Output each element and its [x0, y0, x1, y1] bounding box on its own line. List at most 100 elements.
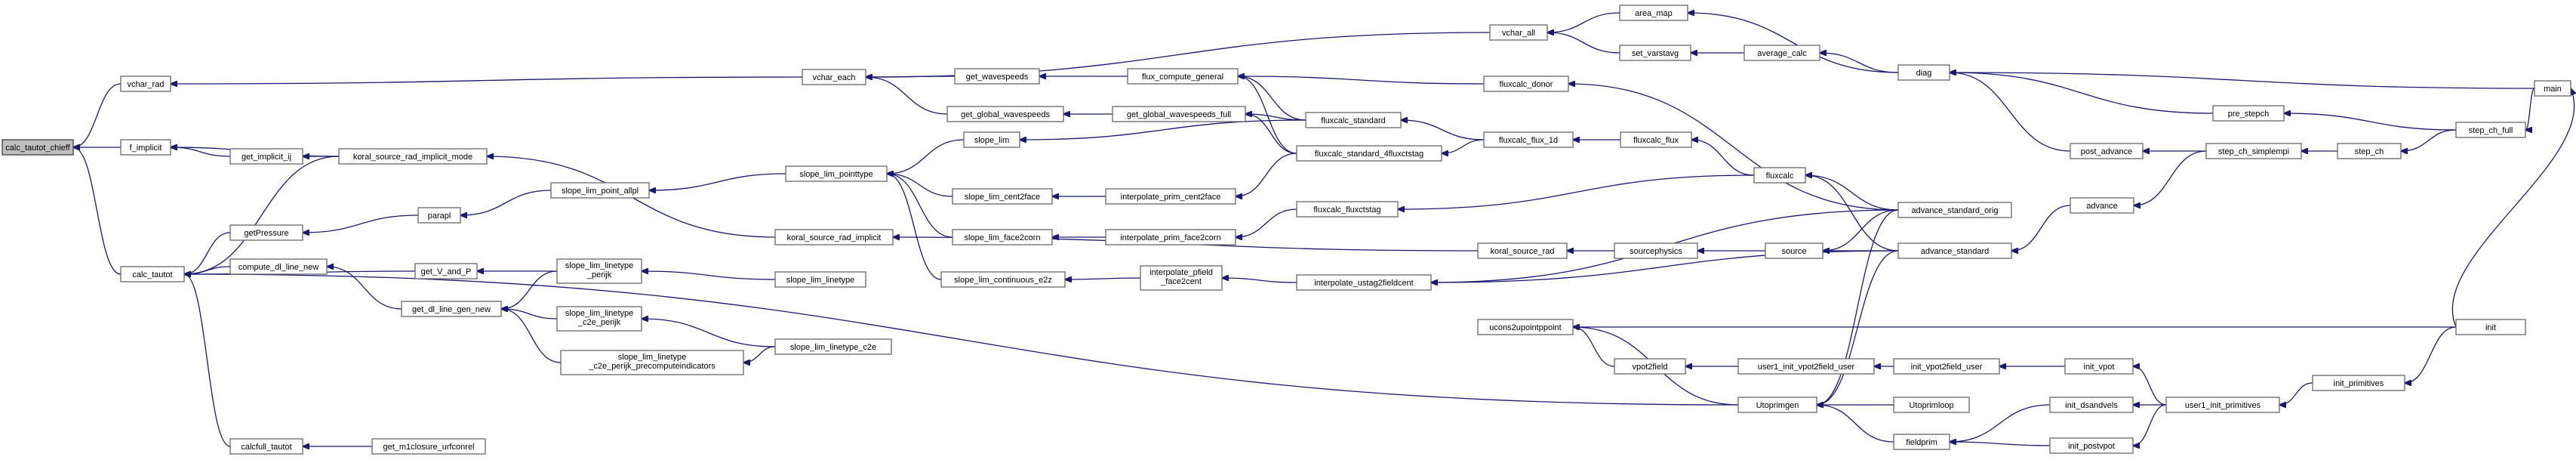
node-init-vpot2field-user[interactable]: init_vpot2field_user: [1893, 358, 2000, 375]
node-slope-lim-linetype-c2e-perijk-precomputeindicators[interactable]: slope_lim_linetype_c2e_perijk_precompute…: [560, 350, 744, 375]
node-sourcephysics[interactable]: sourcephysics: [1614, 242, 1698, 259]
edge-calc-tautot-to-calc-tautot-chieff: [73, 147, 122, 275]
node-label: get_global_wavespeeds: [961, 110, 1051, 119]
node-label: koral_source_rad: [1491, 247, 1555, 256]
node-box: [1305, 112, 1402, 128]
edge-diag-to-area-map: [1688, 13, 1899, 73]
node-init-dsandvels[interactable]: init_dsandvels: [2049, 397, 2134, 413]
node-slope-lim-linetype-c2e-perijk[interactable]: slope_lim_linetype_c2e_perijk: [556, 306, 642, 332]
node-user1-init-primitives[interactable]: user1_init_primitives: [2165, 397, 2280, 413]
node-get-global-wavespeeds-full[interactable]: get_global_wavespeeds_full: [1112, 106, 1246, 122]
node-advance-standard[interactable]: advance_standard: [1897, 242, 2012, 259]
node-diag[interactable]: diag: [1897, 64, 1950, 81]
node-init-vpot[interactable]: init_vpot: [2064, 358, 2134, 375]
node-vchar-all[interactable]: vchar_all: [1489, 24, 1548, 41]
node-step-ch[interactable]: step_ch: [2337, 143, 2402, 159]
node-fluxcalc-fluxctstag[interactable]: fluxcalc_fluxctstag: [1296, 201, 1399, 218]
node-box: [417, 207, 461, 224]
node-init-postvpot[interactable]: init_postvpot: [2049, 437, 2134, 454]
node-label: slope_lim_linetype: [565, 309, 634, 318]
node-ucons2upointppoint[interactable]: ucons2upointppoint: [1477, 319, 1574, 335]
node-parapl[interactable]: parapl: [417, 207, 461, 224]
node-utoprimloop[interactable]: Utoprimloop: [1893, 397, 1970, 413]
node-box: [414, 263, 478, 279]
node-get-dl-line-gen-new[interactable]: get_dl_line_gen_new: [401, 301, 502, 317]
node-flux-compute-general[interactable]: flux_compute_general: [1127, 68, 1239, 85]
node-fluxcalc-donor[interactable]: fluxcalc_donor: [1483, 76, 1569, 92]
node-average-calc[interactable]: average_calc: [1743, 45, 1820, 61]
node-step-ch-full[interactable]: step_ch_full: [2455, 122, 2526, 138]
node-interpolate-ustag2fieldcent[interactable]: interpolate_ustag2fieldcent: [1296, 274, 1432, 291]
node-f-implicit[interactable]: f_implicit: [120, 139, 171, 156]
node-pre-stepch[interactable]: pre_stepch: [2212, 105, 2285, 122]
node-get-wavespeeds[interactable]: get_wavespeeds: [954, 68, 1040, 85]
edge-fluxcalc-to-fluxcalc-flux: [1691, 140, 1755, 176]
node-fluxcalc[interactable]: fluxcalc: [1753, 167, 1806, 184]
node-fluxcalc-standard[interactable]: fluxcalc_standard: [1305, 112, 1402, 128]
node-label: interpolate_pfield: [1150, 268, 1213, 277]
node-box: [1893, 434, 1950, 450]
edge-advance-standard-to-utoprimgen: [1817, 250, 1899, 405]
node-vchar-each[interactable]: vchar_each: [802, 69, 866, 85]
node-post-advance[interactable]: post_advance: [2070, 143, 2144, 159]
node-get-global-wavespeeds[interactable]: get_global_wavespeeds: [946, 106, 1064, 122]
node-slope-lim-linetype-c2e[interactable]: slope_lim_linetype_c2e: [774, 338, 892, 355]
node-slope-lim-cent2face[interactable]: slope_lim_cent2face: [952, 188, 1053, 205]
node-box: [120, 266, 185, 282]
node-step-ch-simplempi[interactable]: step_ch_simplempi: [2205, 143, 2302, 159]
node-slope-lim-linetype[interactable]: slope_lim_linetype: [774, 271, 866, 288]
node-box: [2064, 358, 2134, 375]
node-calcfull-tautot[interactable]: calcfull_tautot: [229, 438, 303, 455]
node-slope-lim-pointtype[interactable]: slope_lim_pointtype: [785, 165, 888, 182]
edge-fluxcalc-standard-to-get-global-wavespeeds-full: [1245, 114, 1306, 121]
node-fluxcalc-flux[interactable]: fluxcalc_flux: [1620, 131, 1692, 148]
node-user1-init-vpot2field-user[interactable]: user1_init_vpot2field_user: [1737, 358, 1875, 375]
node-interpolate-prim-face2corn[interactable]: interpolate_prim_face2corn: [1105, 229, 1236, 245]
node-interpolate-prim-cent2face[interactable]: interpolate_prim_cent2face: [1105, 188, 1236, 205]
node-slope-lim[interactable]: slope_lim: [963, 131, 1020, 148]
node-label: slope_lim_linetype: [565, 261, 634, 270]
node-utoprimgen[interactable]: Utoprimgen: [1737, 397, 1817, 413]
node-advance[interactable]: advance: [2070, 197, 2134, 214]
node-area-map[interactable]: area_map: [1619, 5, 1688, 21]
node-slope-lim-continuous-e2z[interactable]: slope_lim_continuous_e2z: [940, 271, 1066, 288]
node-vpot2field[interactable]: vpot2field: [1614, 358, 1686, 375]
node-box: [1620, 131, 1692, 148]
node-get-implicit-ij[interactable]: get_implicit_ij: [229, 148, 303, 165]
node-get-m1closure-urfconrel[interactable]: get_m1closure_urfconrel: [371, 438, 486, 455]
edge-init-dsandvels-to-fieldprim: [1950, 404, 2051, 442]
node-getpressure[interactable]: getPressure: [229, 224, 303, 241]
node-fluxcalc-flux-1d[interactable]: fluxcalc_flux_1d: [1483, 131, 1574, 148]
nodes-layer: calc_tautot_chieff vchar_rad f_implicitcal…: [2, 5, 2571, 455]
node-slope-lim-point-allpl[interactable]: slope_lim_point_allpl: [550, 182, 650, 199]
node-interpolate-pfield-face2cent[interactable]: interpolate_pfield_face2cent: [1140, 265, 1223, 291]
node-set-varstavg[interactable]: set_varstavg: [1619, 45, 1691, 61]
node-slope-lim-linetype-perijk[interactable]: slope_lim_linetype_perijk: [556, 258, 642, 284]
node-get-v-and-p[interactable]: get_V_and_P: [414, 263, 478, 279]
edge-step-ch-full-to-pre-stepch: [2284, 113, 2457, 131]
node-slope-lim-face2corn[interactable]: slope_lim_face2corn: [952, 229, 1053, 245]
node-vchar-rad[interactable]: vchar_rad: [120, 76, 171, 92]
node-calc-tautot[interactable]: calc_tautot: [120, 266, 185, 282]
node-init-primitives[interactable]: init_primitives: [2312, 375, 2405, 391]
node-box: [2, 139, 74, 156]
node-fluxcalc-standard-4fluxctstag[interactable]: fluxcalc_standard_4fluxctstag: [1296, 145, 1442, 162]
node-compute-dl-line-new[interactable]: compute_dl_line_new: [229, 258, 328, 275]
node-koral-source-rad[interactable]: koral_source_rad: [1477, 242, 1568, 259]
node-main[interactable]: main: [2534, 80, 2571, 97]
node-label: compute_dl_line_new: [239, 263, 319, 272]
node-koral-source-rad-implicit[interactable]: koral_source_rad_implicit: [774, 229, 894, 245]
node-fieldprim[interactable]: fieldprim: [1893, 434, 1950, 450]
node-label: slope_lim_linetype_c2e: [790, 343, 876, 352]
node-box: [774, 338, 892, 355]
node-source[interactable]: source: [1765, 242, 1824, 259]
edge-get-dl-line-gen-new-to-compute-dl-line-new: [327, 267, 402, 310]
node-koral-source-rad-implicit-mode[interactable]: koral_source_rad_implicit_mode: [338, 148, 488, 165]
node-init[interactable]: init: [2455, 319, 2526, 335]
edge-advance-standard-orig-to-fluxcalc: [1805, 175, 1899, 211]
node-calc-tautot-chieff[interactable]: calc_tautot_chieff: [2, 139, 74, 156]
node-label: fluxcalc_flux: [1633, 136, 1679, 145]
node-box: [1296, 274, 1432, 291]
node-box: [2070, 143, 2144, 159]
node-advance-standard-orig[interactable]: advance_standard_orig: [1897, 202, 2012, 218]
